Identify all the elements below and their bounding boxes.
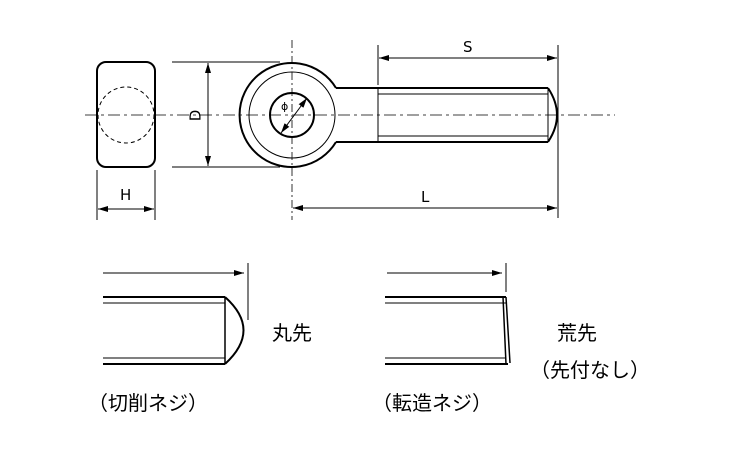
round-tip-label: 丸先 xyxy=(272,321,312,345)
head-side-view xyxy=(96,61,156,168)
rolled-thread-rough-tip xyxy=(502,296,511,365)
eye-inner-circle xyxy=(248,71,336,159)
hidden-hole xyxy=(97,86,155,144)
l-label: L xyxy=(421,188,430,206)
rolled-thread-label: （転造ネジ） xyxy=(372,391,492,415)
round-tip xyxy=(547,87,558,143)
cut-thread-round-tip xyxy=(224,296,245,365)
phi-label: ϕ xyxy=(281,100,289,113)
cut-thread-label: （切削ネジ） xyxy=(88,391,208,415)
h-label: H xyxy=(120,186,132,204)
rough-tip-label: 荒先 xyxy=(557,321,597,345)
rough-tip-note: （先付なし） xyxy=(530,358,650,382)
eye-outline xyxy=(238,62,337,168)
phi-dimension-line xyxy=(280,97,308,134)
s-label: S xyxy=(463,38,473,56)
eye-hole xyxy=(269,92,315,138)
d-label: D xyxy=(186,109,205,122)
